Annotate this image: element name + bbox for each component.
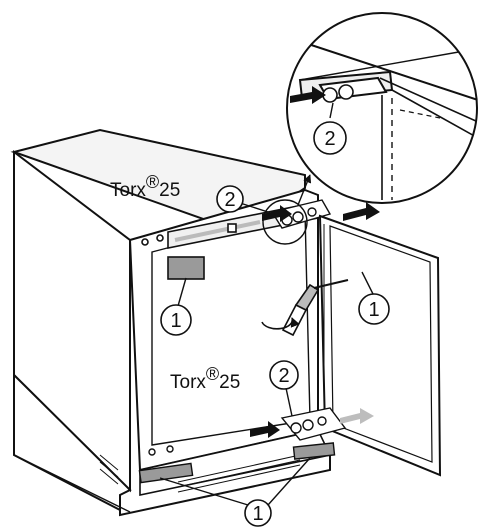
magnifier-inset (286, 12, 478, 204)
bottom-hinge (280, 407, 347, 441)
svg-text:2: 2 (324, 128, 335, 150)
callout-1-bottom: 1 (244, 499, 272, 527)
torx-top-mark: ® (146, 172, 159, 192)
magnifier-pointer (262, 174, 312, 245)
torx-top-size: 25 (159, 180, 180, 201)
torx-label-bottom: Torx®25 (170, 364, 240, 393)
vent-slats (177, 454, 301, 493)
callout-1-right: 1 (358, 293, 390, 325)
torx-label-top: Torx®25 (110, 172, 180, 201)
torx-bottom-brand: Torx (170, 372, 206, 393)
top-hinge (270, 199, 332, 229)
hinge-cover-bottom-right (292, 442, 336, 460)
callout-2-top: 2 (216, 185, 244, 213)
svg-text:1: 1 (368, 299, 379, 321)
arrow-bottom-in (250, 421, 280, 438)
svg-text:1: 1 (252, 503, 263, 525)
door-inner-edge (329, 225, 433, 463)
bottom-screw-holes (148, 445, 174, 456)
door-panel (318, 214, 442, 477)
direction-arrows (250, 202, 380, 438)
appliance-door (317, 214, 442, 477)
inset-leader-2 (329, 102, 334, 119)
arrow-top-in (262, 205, 292, 222)
svg-text:2: 2 (224, 189, 235, 211)
svg-text:1: 1 (170, 310, 181, 332)
svg-text:2: 2 (278, 365, 289, 387)
callout-1-left: 1 (160, 304, 192, 336)
torx-bottom-mark: ® (206, 364, 219, 384)
arrow-bottom-out-ghost (340, 408, 374, 424)
leader-lines (159, 202, 375, 506)
arrow-top-out (343, 202, 380, 221)
callout-2-inset: 2 (313, 121, 347, 155)
torx-bottom-size: 25 (219, 372, 240, 393)
callout-2-bottom: 2 (269, 360, 299, 390)
rotate-arrow (261, 317, 300, 330)
torx-top-brand: Torx (110, 180, 146, 201)
inset-cabinet-top (289, 37, 477, 101)
inset-arrow-in (290, 86, 326, 104)
hinge-cover-left (167, 256, 205, 280)
hinge-cover-bottom-left (138, 462, 194, 484)
